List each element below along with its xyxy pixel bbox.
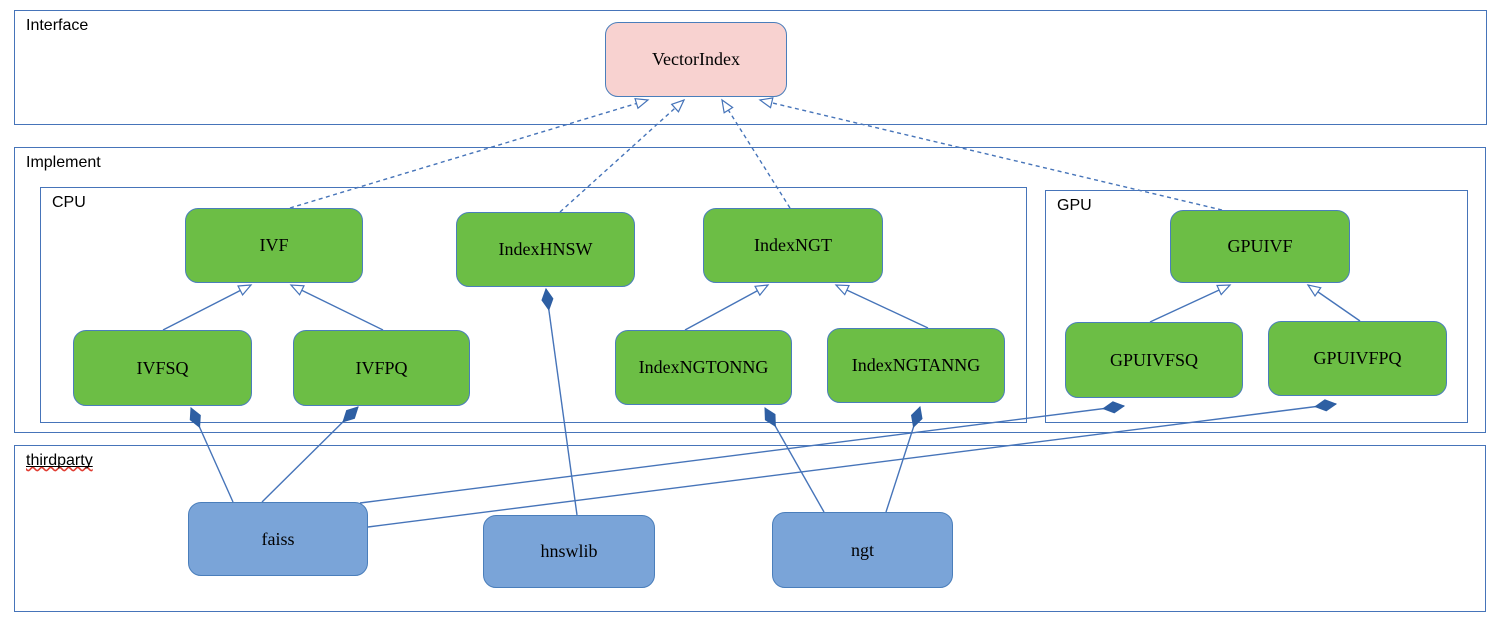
node-ngt-label: ngt [850,539,874,560]
node-ivf-label: IVF [259,235,289,255]
node-ngt: ngt [772,512,953,588]
node-indexngt: IndexNGT [703,208,883,283]
node-gpuivfsq: GPUIVFSQ [1065,322,1243,398]
node-indexhnsw-label: IndexHNSW [498,239,593,259]
node-ivfpq: IVFPQ [293,330,470,406]
node-vectorindex-label: VectorIndex [652,49,740,69]
node-indexngtanng-label: IndexNGTANNG [851,355,981,375]
node-gpuivf: GPUIVF [1170,210,1350,283]
node-indexngtonng: IndexNGTONNG [615,330,792,405]
node-gpuivfpq-label: GPUIVFPQ [1313,348,1402,368]
node-indexngt-label: IndexNGT [754,235,832,255]
node-indexngtonng-label: IndexNGTONNG [638,357,769,377]
layer-interface-label: Interface [26,17,89,34]
layer-thirdparty-label: thirdparty [26,452,93,469]
node-faiss: faiss [188,502,368,576]
node-indexhnsw: IndexHNSW [456,212,635,287]
node-faiss-label: faiss [261,528,295,549]
node-ivfsq-label: IVFSQ [136,357,189,378]
node-hnswlib-label: hnswlib [540,541,598,561]
node-indexngtanng: IndexNGTANNG [827,328,1005,403]
node-ivfsq: IVFSQ [73,330,252,406]
node-ivfpq-label: IVFPQ [355,357,408,378]
node-vectorindex: VectorIndex [605,22,787,97]
layer-cpu-label: CPU [52,194,86,211]
node-ivf: IVF [185,208,363,283]
node-gpuivfsq-label: GPUIVFSQ [1109,349,1199,370]
layer-gpu-label: GPU [1057,197,1092,214]
node-gpuivf-label: GPUIVF [1227,236,1293,256]
node-gpuivfpq: GPUIVFPQ [1268,321,1447,396]
layer-implement-label: Implement [26,154,101,171]
node-hnswlib: hnswlib [483,515,655,588]
